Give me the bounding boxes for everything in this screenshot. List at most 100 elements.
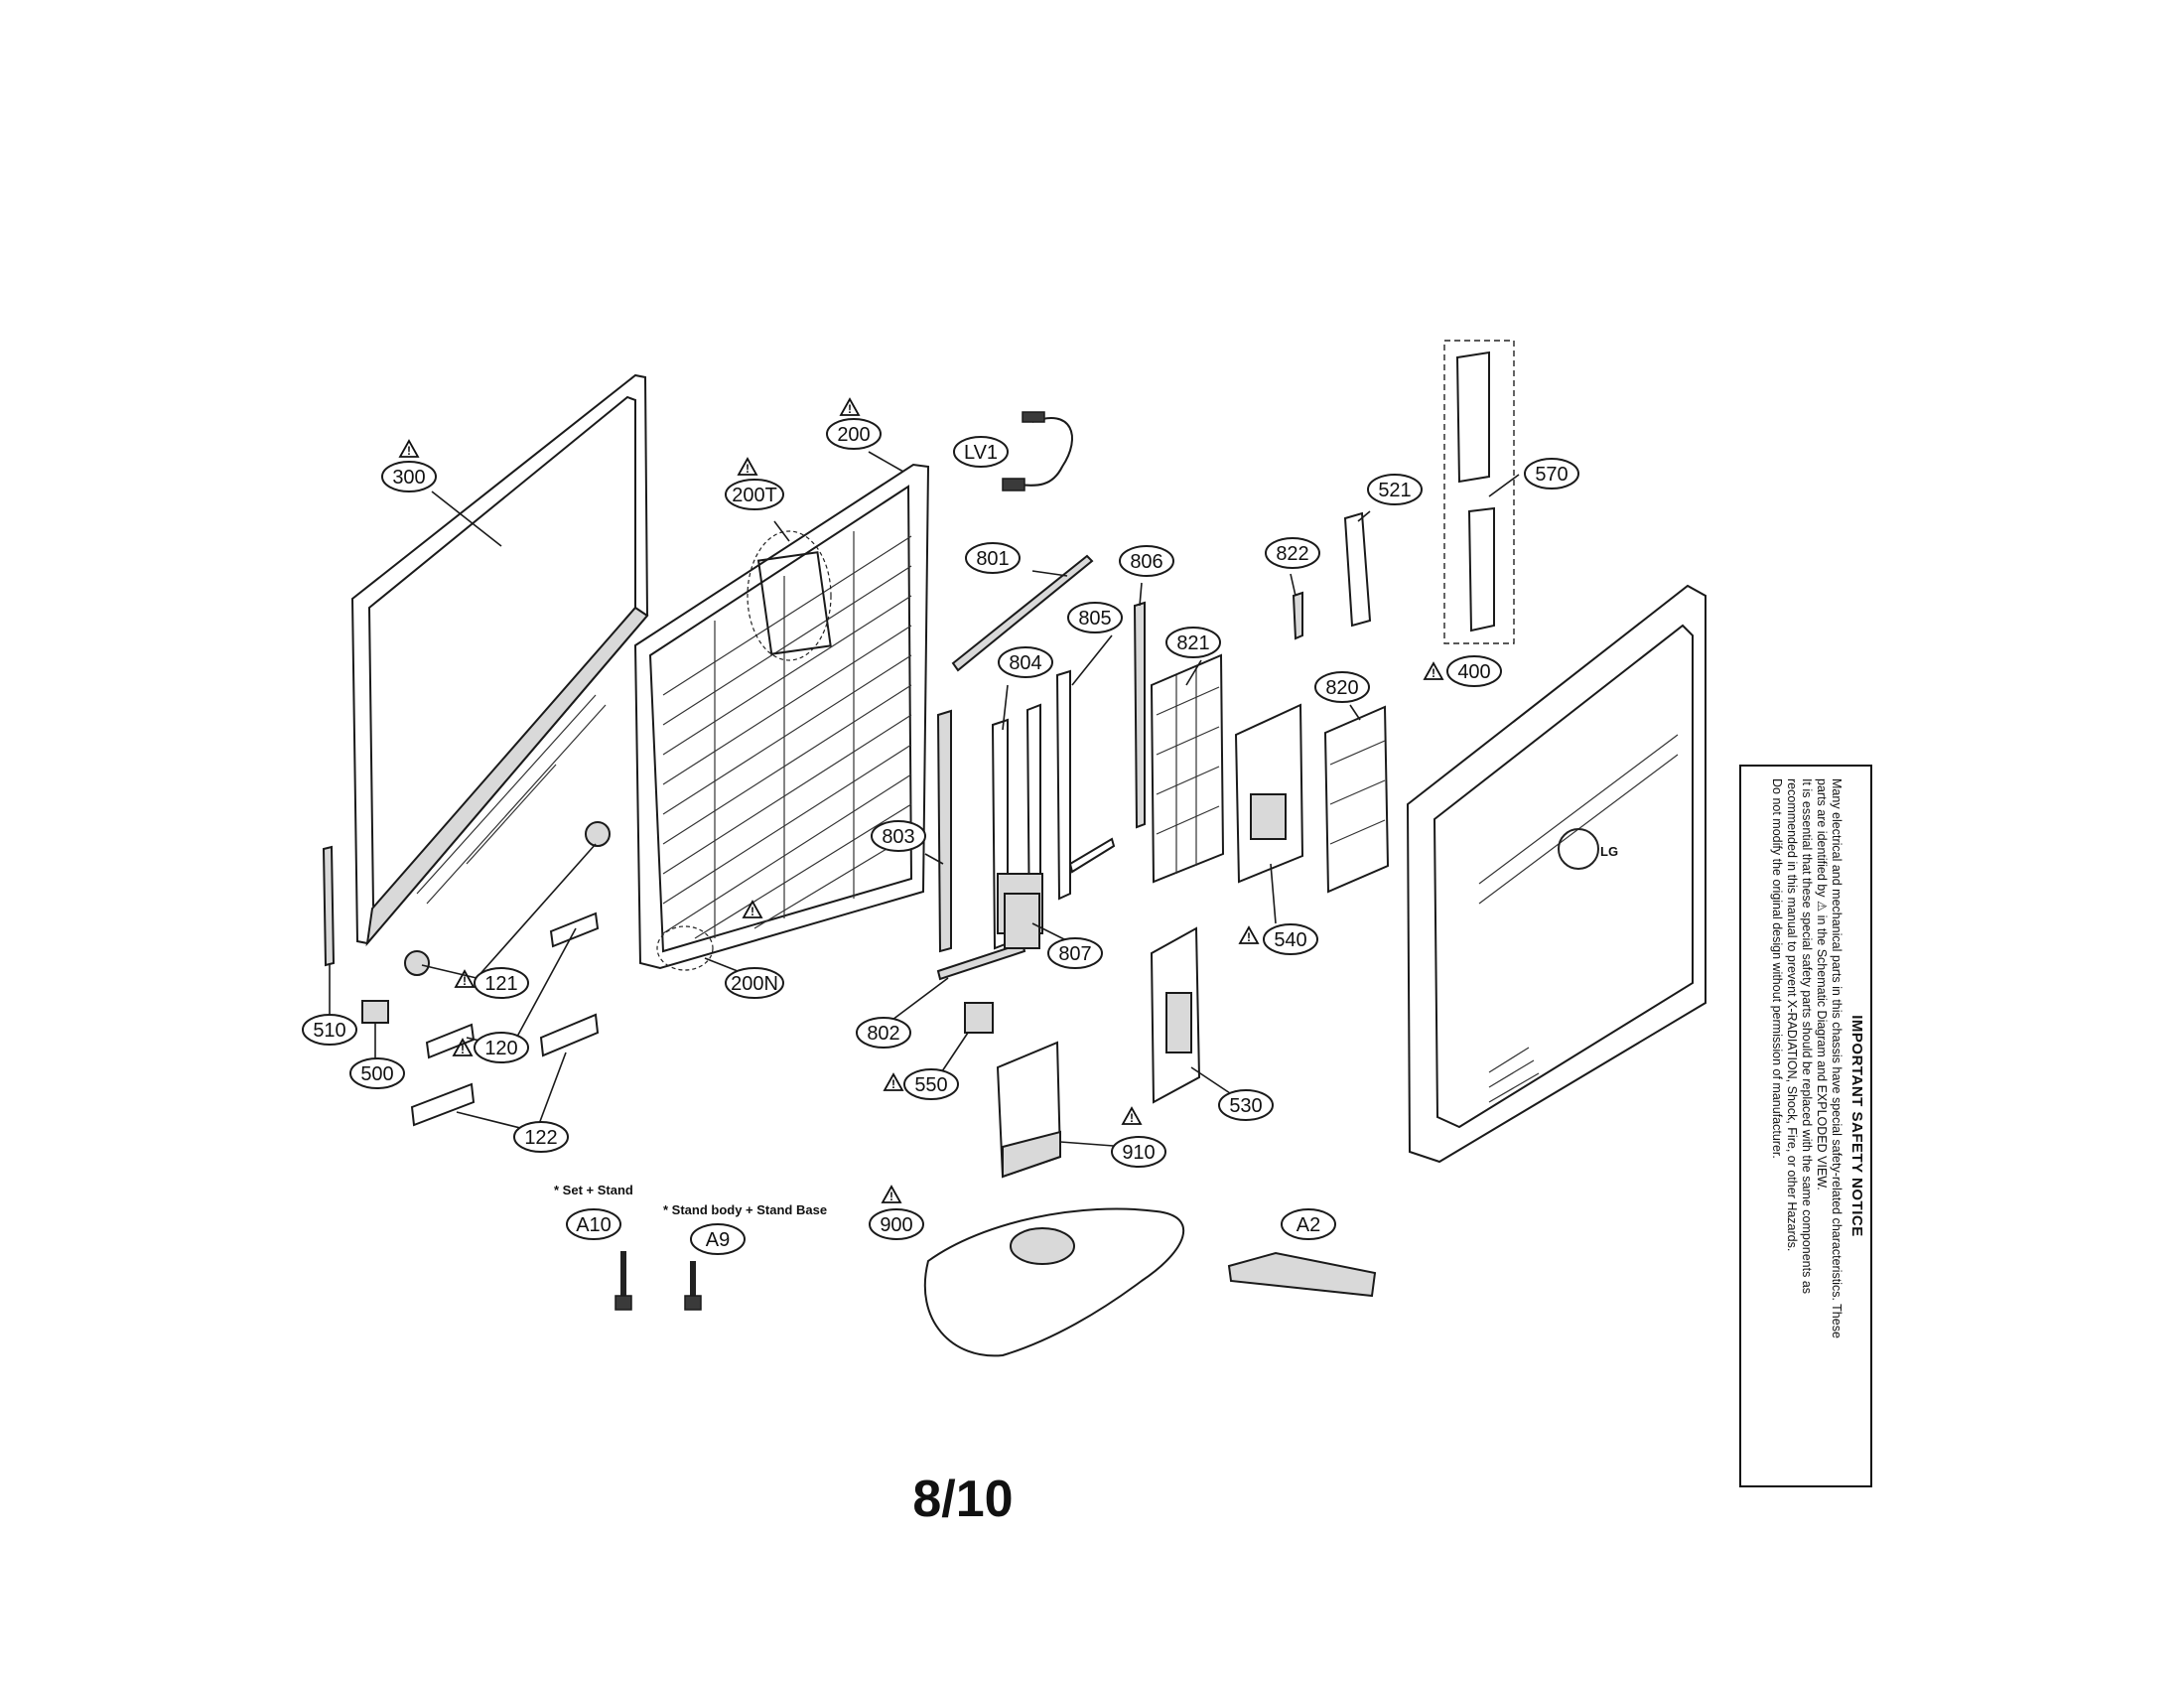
- callout-500[interactable]: 500: [349, 1057, 405, 1089]
- svg-text:821: 821: [1176, 632, 1209, 654]
- detail-circle-200T: [747, 530, 832, 661]
- part-822-board: [1292, 591, 1303, 640]
- svg-text:!: !: [889, 1190, 893, 1203]
- svg-text:400: 400: [1457, 661, 1490, 683]
- svg-text:900: 900: [880, 1214, 912, 1236]
- part-550-part: [964, 1002, 994, 1034]
- safety-line: Many electrical and mechanical parts in …: [1830, 778, 1843, 1338]
- warn-120: !: [452, 1038, 474, 1056]
- leader-lines: [329, 451, 1520, 1148]
- svg-text:!: !: [891, 1077, 895, 1091]
- svg-text:801: 801: [976, 548, 1009, 570]
- callout-200N[interactable]: 200N: [725, 967, 784, 999]
- callout-801[interactable]: 801: [965, 542, 1021, 574]
- svg-text:!: !: [751, 905, 754, 918]
- part-807-bracket: [1004, 893, 1040, 949]
- callout-804[interactable]: 804: [998, 646, 1053, 678]
- svg-text:530: 530: [1229, 1095, 1262, 1117]
- callout-LV1[interactable]: LV1: [953, 436, 1009, 468]
- svg-text:!: !: [746, 462, 750, 476]
- part-803-bracket: [936, 709, 952, 953]
- part-530-pcb: [1150, 926, 1201, 1104]
- callout-570[interactable]: 570: [1524, 458, 1579, 490]
- part-121-knob: [404, 821, 611, 976]
- callout-122[interactable]: 122: [513, 1121, 569, 1153]
- warn-300: !: [398, 439, 420, 458]
- safety-line: It is essential that these special safet…: [1800, 778, 1814, 1295]
- svg-text:120: 120: [484, 1038, 517, 1059]
- callout-822[interactable]: 822: [1265, 537, 1320, 569]
- callout-400[interactable]: 400: [1446, 655, 1502, 687]
- svg-text:521: 521: [1378, 480, 1411, 501]
- callout-A10[interactable]: A10: [566, 1208, 621, 1240]
- part-821-pcb: [1150, 653, 1225, 884]
- callout-200T[interactable]: 200T: [725, 479, 784, 510]
- svg-text:A10: A10: [576, 1214, 612, 1236]
- svg-text:200: 200: [837, 424, 870, 446]
- svg-text:540: 540: [1274, 929, 1306, 951]
- callout-121[interactable]: 121: [474, 967, 529, 999]
- callout-120[interactable]: 120: [474, 1032, 529, 1063]
- safety-line: recommended in this manual to prevent X-…: [1785, 778, 1799, 1252]
- warn-400: !: [1423, 661, 1444, 680]
- lg-logo-text: LG: [1600, 844, 1618, 859]
- callout-805[interactable]: 805: [1067, 602, 1123, 633]
- part-540-pcb: [1234, 703, 1304, 884]
- svg-text:A9: A9: [706, 1229, 730, 1251]
- warn-200: !: [839, 397, 861, 416]
- part-910-stand-neck: [996, 1041, 1062, 1179]
- warn-200T: !: [737, 457, 758, 476]
- part-200-chassis: [633, 463, 930, 971]
- callout-821[interactable]: 821: [1165, 627, 1221, 658]
- warn-121: !: [454, 969, 476, 988]
- callout-540[interactable]: 540: [1263, 923, 1318, 955]
- part-400-back-cover: LG: [1406, 584, 1706, 1164]
- callout-510[interactable]: 510: [302, 1014, 357, 1046]
- warn-910: !: [1121, 1106, 1143, 1125]
- part-A9-screw: [684, 1261, 702, 1311]
- safety-line: Do not modify the original design withou…: [1770, 778, 1784, 1159]
- safety-notice-content: IMPORTANT SAFETY NOTICE Many electrical …: [1747, 778, 1865, 1474]
- callout-820[interactable]: 820: [1314, 671, 1370, 703]
- part-A2-cover: [1227, 1251, 1377, 1298]
- svg-text:122: 122: [524, 1127, 557, 1149]
- svg-text:!: !: [1130, 1111, 1134, 1125]
- warn-200N: !: [742, 900, 763, 918]
- svg-text:!: !: [463, 974, 467, 988]
- callout-A9[interactable]: A9: [690, 1223, 746, 1255]
- callout-550[interactable]: 550: [903, 1068, 959, 1100]
- callout-300[interactable]: 300: [381, 461, 437, 492]
- part-500-part: [361, 1000, 389, 1024]
- note-set-stand: * Set + Stand: [554, 1183, 633, 1197]
- callout-807[interactable]: 807: [1047, 937, 1103, 969]
- callout-200[interactable]: 200: [826, 418, 882, 450]
- svg-text:807: 807: [1058, 943, 1091, 965]
- safety-line: parts are identified by ⚠ in the Schemat…: [1815, 778, 1829, 1191]
- callout-A2[interactable]: A2: [1281, 1208, 1336, 1240]
- part-801-bracket: [951, 554, 1094, 672]
- chassis-grid-lines: [662, 531, 912, 939]
- callout-806[interactable]: 806: [1119, 545, 1174, 577]
- svg-text:121: 121: [484, 973, 517, 995]
- svg-text:822: 822: [1276, 543, 1308, 565]
- part-806-bracket: [1133, 601, 1146, 829]
- warn-550: !: [883, 1072, 904, 1091]
- svg-text:!: !: [848, 402, 852, 416]
- part-510-strip: [322, 845, 336, 967]
- callout-803[interactable]: 803: [871, 820, 926, 852]
- warn-540: !: [1238, 925, 1260, 944]
- svg-text:910: 910: [1122, 1142, 1155, 1164]
- svg-text:200T: 200T: [732, 485, 777, 506]
- callout-900[interactable]: 900: [869, 1208, 924, 1240]
- callout-530[interactable]: 530: [1218, 1089, 1274, 1121]
- page-number: 8/10: [912, 1471, 1014, 1528]
- svg-text:!: !: [407, 444, 411, 458]
- callout-521[interactable]: 521: [1367, 474, 1423, 505]
- svg-text:LV1: LV1: [964, 442, 998, 464]
- svg-text:570: 570: [1535, 464, 1568, 486]
- part-A10-screw: [614, 1251, 632, 1311]
- svg-text:802: 802: [867, 1023, 899, 1045]
- part-805-bracket: [1055, 669, 1116, 901]
- callout-910[interactable]: 910: [1111, 1136, 1166, 1168]
- callout-802[interactable]: 802: [856, 1017, 911, 1049]
